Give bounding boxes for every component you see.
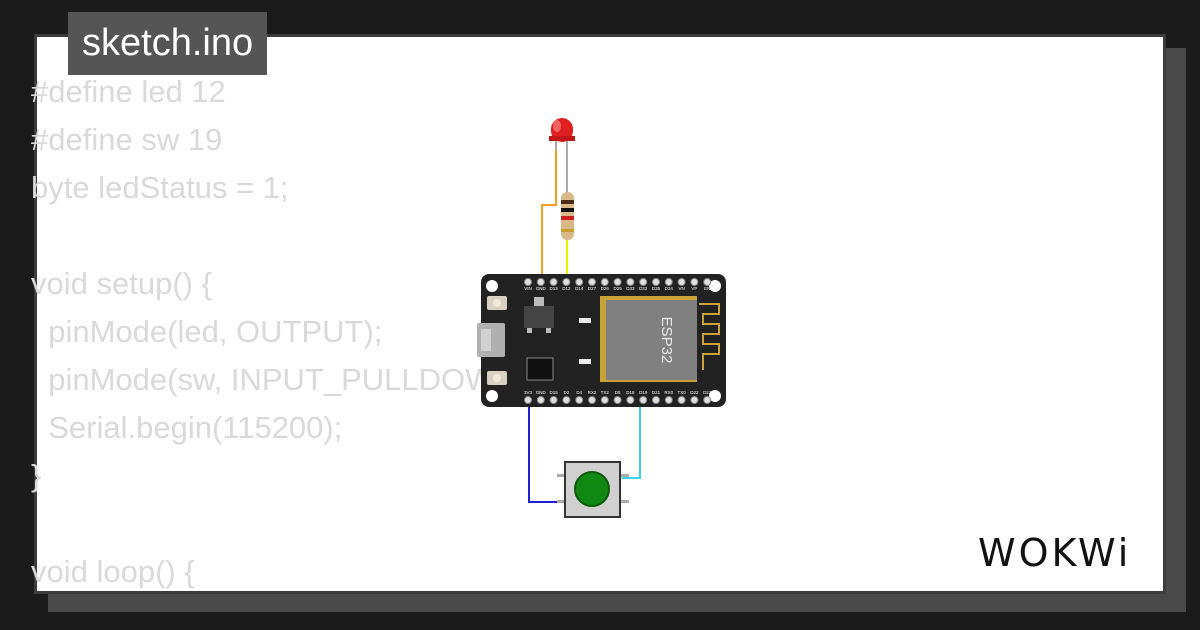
logo-text: WOKWi <box>978 531 1131 575</box>
header-pin[interactable] <box>536 278 545 286</box>
wire-d19-to-button[interactable] <box>622 400 641 479</box>
header-pin[interactable] <box>549 278 558 286</box>
header-pin[interactable] <box>562 396 571 404</box>
header-pin[interactable] <box>626 396 635 404</box>
mount-hole <box>709 390 721 402</box>
code-line: void loop() { <box>31 554 195 589</box>
header-pin[interactable] <box>613 278 622 286</box>
pin-label: D35 <box>652 286 661 291</box>
pin-label: D32 <box>639 286 648 291</box>
pin-label: D26 <box>601 286 610 291</box>
usb-serial-chip <box>526 357 554 381</box>
pin-label: D5 <box>615 390 621 395</box>
header-pin[interactable] <box>626 278 635 286</box>
header-pin[interactable] <box>588 278 596 286</box>
header-pin[interactable] <box>690 396 699 404</box>
pin-label: EN <box>704 286 710 291</box>
header-pin[interactable] <box>652 396 660 404</box>
pin-label: 3V3 <box>524 390 533 395</box>
resistor-component[interactable] <box>561 192 574 240</box>
header-pin[interactable] <box>588 396 596 404</box>
header-pin[interactable] <box>677 278 686 286</box>
pin-label: D13 <box>549 286 558 291</box>
mount-hole <box>486 280 498 292</box>
wokwi-logo: WOKWi <box>978 531 1131 575</box>
pin-label: D33 <box>626 286 635 291</box>
pin-label: D15 <box>549 390 558 395</box>
header-pin[interactable] <box>575 396 584 404</box>
push-button-component[interactable] <box>557 461 629 518</box>
code-line: Serial.begin(115200); <box>31 410 343 445</box>
pin-label: RX0 <box>664 390 673 395</box>
header-pin[interactable] <box>600 396 609 404</box>
pin-label: VN <box>678 286 684 291</box>
header-pin[interactable] <box>562 278 571 286</box>
pin-label: GND <box>536 286 547 291</box>
pin-label: D19 <box>639 390 648 395</box>
header-pin[interactable] <box>664 278 673 286</box>
header-pin[interactable] <box>524 396 532 404</box>
code-line: void setup() { <box>31 266 212 301</box>
backdrop-strip <box>48 594 1186 612</box>
pin-label: TX2 <box>601 390 610 395</box>
pin-label: VP <box>691 286 697 291</box>
header-pin[interactable] <box>703 396 712 404</box>
pin-label: RX2 <box>588 390 597 395</box>
file-tab-label: sketch.ino <box>82 22 254 64</box>
pin-label: D22 <box>690 390 699 395</box>
header-pin[interactable] <box>639 278 648 286</box>
header-pin[interactable] <box>549 396 558 404</box>
header-pin[interactable] <box>690 278 699 286</box>
header-pin[interactable] <box>652 278 660 286</box>
pin-label: D21 <box>652 390 661 395</box>
header-pin[interactable] <box>575 278 584 286</box>
esp32-chip <box>606 300 697 380</box>
code-line: #define sw 19 <box>31 122 223 157</box>
header-pin[interactable] <box>703 278 712 286</box>
mount-hole <box>486 390 498 402</box>
header-pin[interactable] <box>536 396 545 404</box>
antenna-trace <box>699 303 720 370</box>
header-pin[interactable] <box>639 396 648 404</box>
wire-led-to-gnd[interactable] <box>541 148 557 282</box>
file-tab[interactable]: sketch.ino <box>68 12 268 75</box>
header-pin[interactable] <box>600 278 609 286</box>
header-pin[interactable] <box>664 396 673 404</box>
wire-3v3-to-button[interactable] <box>528 400 566 503</box>
pin-label: D34 <box>665 286 674 291</box>
code-line: #define led 12 <box>31 74 226 109</box>
mount-hole <box>709 280 721 292</box>
voltage-regulator <box>524 306 554 328</box>
pin-label: D23 <box>703 390 712 395</box>
code-listing: #define led 12 #define sw 19 byte ledSta… <box>31 68 536 596</box>
chip-label: ESP32 <box>658 317 675 364</box>
pin-label: D18 <box>626 390 635 395</box>
pin-label: D27 <box>588 286 597 291</box>
pin-label: D14 <box>575 286 584 291</box>
pin-label: D4 <box>576 390 582 395</box>
pin-label: TX0 <box>677 390 686 395</box>
pin-label: D12 <box>562 286 571 291</box>
code-line: pinMode(led, OUTPUT); <box>31 314 383 349</box>
header-pin[interactable] <box>677 396 686 404</box>
pin-label: D25 <box>613 286 622 291</box>
code-line: } <box>31 458 42 493</box>
button-cap[interactable] <box>574 471 610 507</box>
header-pin[interactable] <box>613 396 622 404</box>
pin-label: VIN <box>524 286 532 291</box>
pin-label: D2 <box>564 390 570 395</box>
pin-label: GND <box>536 390 547 395</box>
header-pin[interactable] <box>524 278 532 286</box>
led-component[interactable] <box>549 118 575 150</box>
code-line: byte ledStatus = 1; <box>31 170 289 205</box>
